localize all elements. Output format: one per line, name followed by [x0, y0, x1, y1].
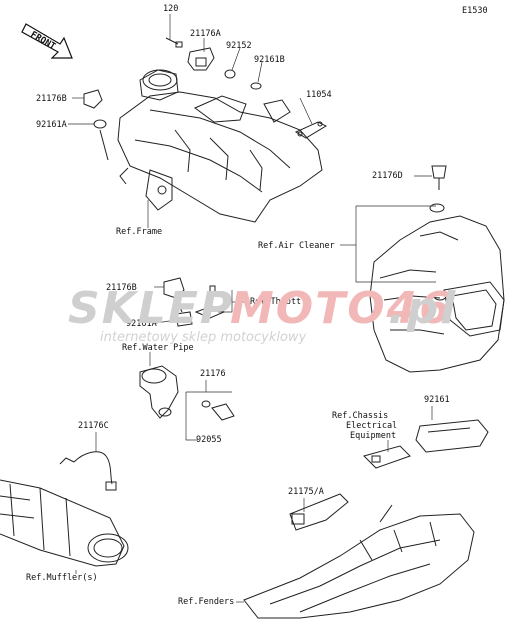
sensor-21176B-mid: [163, 277, 185, 313]
front-arrow-icon: FRONT: [21, 23, 73, 59]
sensor-21175A: [289, 493, 349, 531]
label-21176D: 21176D: [372, 171, 403, 181]
ref-chassis-line2: Electrical: [346, 421, 397, 431]
oring-92161B: [250, 82, 262, 90]
label-92152: 92152: [226, 41, 252, 51]
label-92161A-top: 92161A: [36, 120, 67, 130]
label-92161: 92161: [424, 395, 450, 405]
ref-water-pipe: Ref.Water Pipe: [122, 343, 194, 353]
sensor-21176B-top: [83, 89, 103, 109]
grommet: [429, 203, 445, 213]
label-21176C: 21176C: [78, 421, 109, 431]
watermark-tagline: internetowy sklep motocyklowy: [100, 330, 307, 345]
oring-92161A-top: [93, 119, 109, 161]
label-11054: 11054: [306, 90, 332, 100]
seal-92152: [224, 69, 236, 79]
rear-fender: [243, 504, 475, 619]
muffler: [0, 479, 129, 567]
o2-sensor-21176C: [59, 451, 117, 491]
label-21176B-top: 21176B: [36, 94, 67, 104]
temp-sensor-21176: [201, 400, 235, 421]
ref-chassis-line1: Ref.Chassis: [332, 411, 388, 421]
label-21175A: 21175/A: [288, 487, 324, 497]
label-92161A-mid: 92161A: [126, 319, 157, 329]
sensor-21176D: [431, 165, 447, 190]
bolt-120: [165, 37, 183, 48]
ref-chassis-line3: Equipment: [350, 431, 396, 441]
ref-fenders: Ref.Fenders: [178, 597, 234, 607]
ref-frame: Ref.Frame: [116, 227, 162, 237]
diagram-code: E1530: [462, 6, 488, 16]
ecu-92161: [415, 419, 489, 453]
watermark: SKLEP MOTO46 .pl internetowy sklep motoc…: [68, 283, 457, 345]
label-21176A: 21176A: [190, 29, 221, 39]
watermark-brand-a: SKLEP: [68, 283, 234, 334]
ref-air-cleaner: Ref.Air Cleaner: [258, 241, 335, 251]
label-92161B: 92161B: [254, 55, 285, 65]
label-21176B-mid: 21176B: [106, 283, 137, 293]
sensor-21176A: [187, 47, 215, 71]
ref-muffler: Ref.Muffler(s): [26, 573, 98, 583]
bracket-11054: [294, 121, 328, 139]
label-120: 120: [163, 4, 178, 14]
label-21176: 21176: [200, 369, 226, 379]
frame-throttle-body: [117, 69, 323, 223]
watermark-brand-c: .pl: [388, 283, 457, 334]
label-92055: 92055: [196, 435, 222, 445]
water-pipe: [139, 365, 179, 419]
connector-chassis: [363, 445, 411, 469]
air-cleaner: [369, 215, 505, 373]
watermark-brand-b: MOTO46: [230, 283, 452, 334]
ref-throttle: Ref.Throttle: [250, 297, 311, 307]
oring-92161A-mid: [175, 311, 193, 327]
